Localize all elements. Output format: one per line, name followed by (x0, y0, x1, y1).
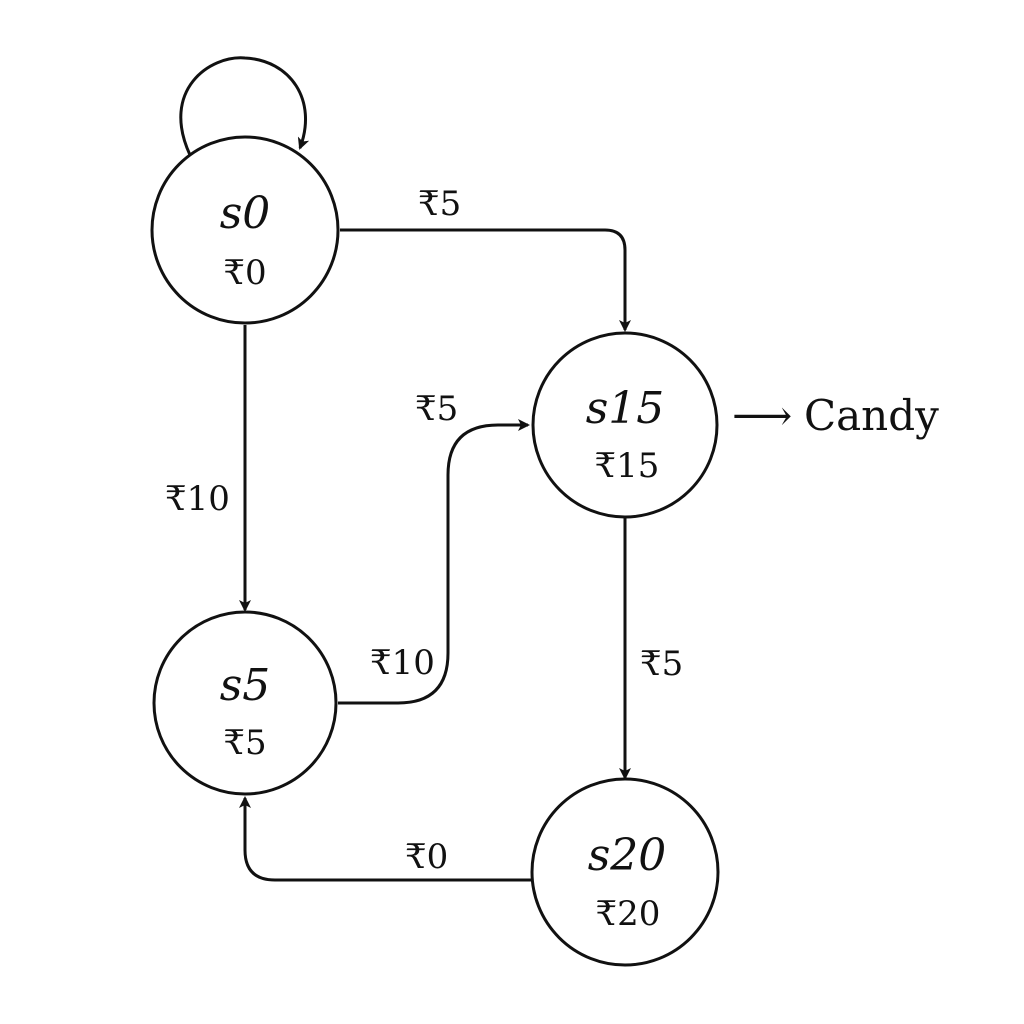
state-s5-name: s5 (220, 660, 271, 711)
edge-label-s5-to-s15-bottom: ₹10 (370, 643, 435, 683)
state-s0: s0 ₹0 (150, 135, 340, 325)
output-arrow-icon: ⟶ (732, 391, 792, 440)
edge-label-s15-to-s20: ₹5 (640, 644, 683, 684)
state-s15-amount: ₹15 (595, 446, 660, 486)
edge-label-s20-to-s5: ₹0 (405, 837, 448, 877)
edge-s5-to-s15 (338, 419, 530, 705)
edge-label-s5-to-s15-top: ₹5 (415, 389, 458, 429)
state-s20-name: s20 (588, 830, 667, 881)
edge-s20-to-s5 (239, 796, 532, 882)
edge-label-s0-to-s5: ₹10 (165, 479, 230, 519)
output-label: Candy (804, 391, 939, 440)
state-s15-name: s15 (586, 383, 665, 434)
edge-s0-to-s15 (340, 228, 631, 332)
state-s0-name: s0 (220, 188, 271, 239)
state-s5: s5 ₹5 (152, 610, 338, 796)
state-s0-amount: ₹0 (223, 253, 266, 293)
state-s20: s20 ₹20 (530, 777, 720, 967)
edge-s0-self-loop (179, 56, 310, 156)
state-s5-amount: ₹5 (223, 723, 266, 763)
edge-label-s0-to-s15: ₹5 (418, 184, 461, 224)
state-s20-amount: ₹20 (596, 894, 661, 934)
state-s15: s15 ₹15 (531, 331, 719, 519)
